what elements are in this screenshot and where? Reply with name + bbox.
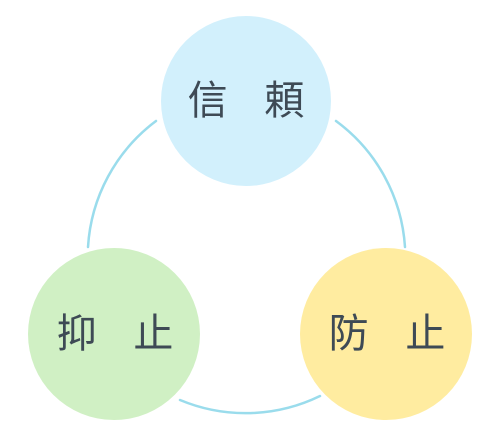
arc-top-left	[86, 119, 158, 249]
node-trust: 信 頼	[161, 16, 331, 186]
node-deterrence-circle	[28, 248, 200, 420]
node-deterrence: 抑 止	[28, 248, 200, 420]
node-prevention-label: 防 止	[329, 311, 458, 357]
arc-bottom	[178, 394, 322, 415]
node-prevention: 防 止	[300, 248, 472, 420]
node-trust-label: 信 頼	[188, 78, 317, 124]
cycle-connector	[86, 119, 407, 415]
node-deterrence-label: 抑 止	[57, 311, 186, 357]
node-trust-circle	[161, 16, 331, 186]
arc-top-right	[334, 119, 407, 249]
node-prevention-circle	[300, 248, 472, 420]
